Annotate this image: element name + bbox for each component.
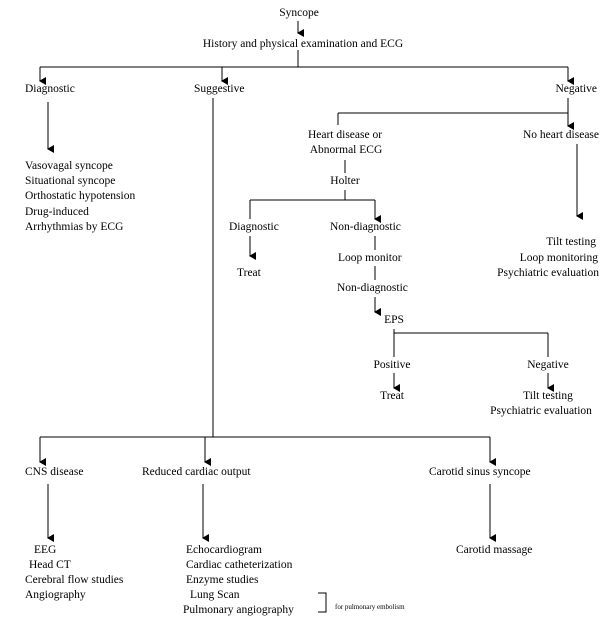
suggestive-label: Suggestive — [194, 83, 245, 95]
holter-nondiagnostic-label: Non-diagnostic — [330, 221, 401, 233]
eps-tilt-testing: Tilt testing — [523, 390, 573, 402]
eps-label: EPS — [384, 314, 404, 326]
cardiac-item: Cardiac catheterization — [186, 559, 293, 571]
no-heart-item: Loop monitoring — [519, 252, 598, 264]
eps-psychiatric-evaluation: Psychiatric evaluation — [490, 405, 592, 417]
heart-disease-label: Heart disease or — [307, 129, 383, 141]
cns-item: EEG — [34, 544, 57, 556]
pulmonary-embolism-note: for pulmonary embolism — [335, 603, 405, 611]
holter-label: Holter — [330, 175, 360, 187]
no-heart-item: Psychiatric evaluation — [497, 267, 599, 279]
reduced-cardiac-output-label: Reduced cardiac output — [142, 466, 251, 478]
loop-monitor-label: Loop monitor — [338, 252, 402, 264]
cardiac-item: Echocardiogram — [186, 544, 262, 556]
holter-diagnostic-label: Diagnostic — [229, 221, 279, 233]
pulmonary-bracket — [318, 592, 327, 613]
eps-treat-label: Treat — [380, 390, 404, 402]
diagnostic-item: Vasovagal syncope — [25, 160, 113, 172]
root-syncope: Syncope — [279, 7, 319, 19]
treat-label: Treat — [237, 267, 261, 279]
no-heart-disease-label: No heart disease — [523, 129, 599, 141]
cardiac-item: Enzyme studies — [186, 574, 259, 586]
diagnostic-item: Situational syncope — [25, 175, 116, 187]
carotid-sinus-syncope-label: Carotid sinus syncope — [429, 466, 531, 478]
carotid-item: Carotid massage — [456, 544, 533, 556]
nondiagnostic-2-label: Non-diagnostic — [337, 282, 408, 294]
eps-positive-label: Positive — [373, 359, 411, 371]
abnormal-ecg-label: Abnormal ECG — [309, 144, 383, 156]
cns-item: Cerebral flow studies — [25, 574, 124, 586]
diagnostic-item: Orthostatic hypotension — [25, 190, 136, 202]
cns-item: Angiography — [25, 589, 86, 601]
cardiac-item: Pulmonary angiography — [183, 604, 294, 616]
diagnostic-label: Diagnostic — [25, 83, 75, 95]
negative-label: Negative — [555, 83, 597, 95]
cardiac-item: Lung Scan — [190, 589, 240, 601]
history-physical-ecg: History and physical examination and ECG — [202, 38, 404, 50]
cns-item: Head CT — [29, 559, 71, 571]
eps-negative-label: Negative — [527, 359, 569, 371]
diagnostic-item: Arrhythmias by ECG — [25, 221, 124, 233]
diagnostic-item: Drug-induced — [25, 206, 89, 218]
no-heart-item: Tilt testing — [546, 236, 596, 248]
cns-disease-label: CNS disease — [25, 466, 84, 478]
